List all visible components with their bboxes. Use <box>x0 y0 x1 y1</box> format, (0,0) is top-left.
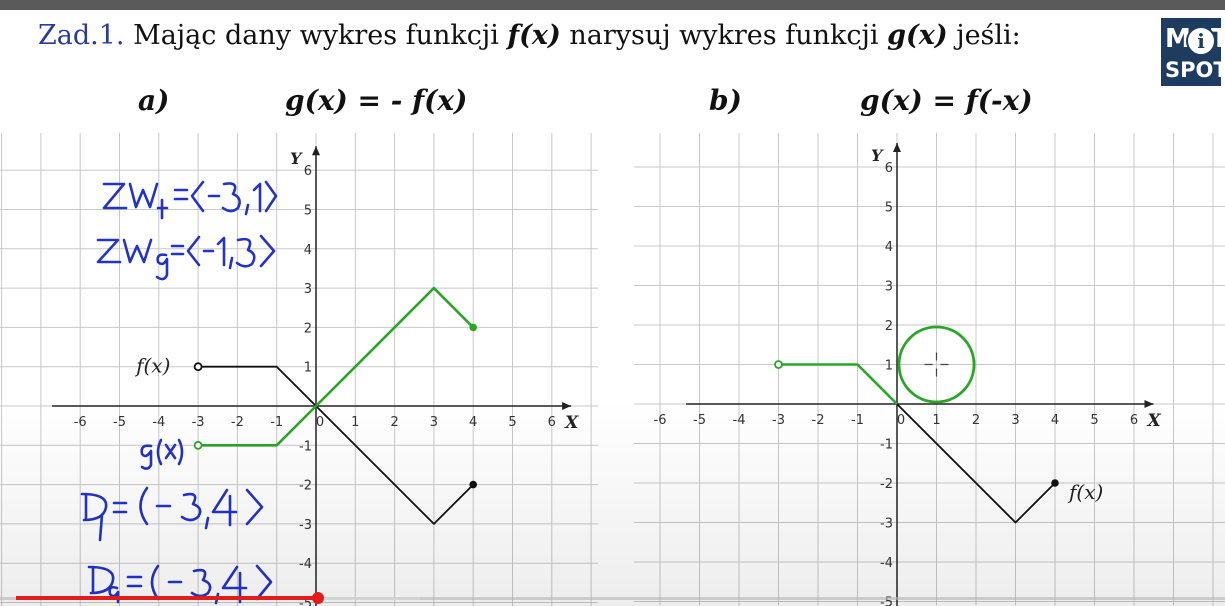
crosshair-cursor <box>924 352 949 377</box>
closed-endpoint <box>1051 479 1059 487</box>
y-tick-label: -2 <box>880 477 893 492</box>
task-number: Zad.1. <box>38 20 125 51</box>
open-endpoint <box>774 360 783 369</box>
x-tick-label: 4 <box>1051 413 1059 428</box>
y-tick-label: 3 <box>885 280 893 295</box>
x-tick-label: -6 <box>74 415 87 430</box>
x-axis-arrow <box>562 402 572 410</box>
x-tick-label: 3 <box>430 415 438 430</box>
y-tick-label: -4 <box>880 556 893 571</box>
series-label-fx: f(x) <box>1067 480 1103 504</box>
grid <box>634 133 1225 606</box>
series-line <box>896 403 1056 524</box>
progress-bar-track[interactable] <box>0 597 1225 600</box>
grid <box>0 133 598 606</box>
y-tick-label: -3 <box>880 517 893 532</box>
y-tick-label: 2 <box>304 321 312 336</box>
task-heading: Zad.1. Mając dany wykres funkcji f(x) na… <box>38 20 1021 51</box>
handwritten-zw-g <box>96 234 276 281</box>
heading-text-1: Mając dany wykres funkcji <box>124 20 508 51</box>
x-tick-label: 1 <box>932 413 940 428</box>
x-tick-label: 2 <box>972 413 980 428</box>
x-tick-label: -4 <box>152 415 165 430</box>
heading-g-symbol: g(x) <box>887 20 948 51</box>
open-endpoint <box>193 440 203 450</box>
x-tick-label: -5 <box>113 415 126 430</box>
chart-b: X Y -6 -5 -4 -3 -2 -1 0 1 2 3 4 5 6 -5 -4 -3 -2 -1 1 2 3 4 5 6 f(x… <box>634 133 1225 606</box>
x-axis-label: X <box>1147 411 1162 431</box>
series-label-fx: f(x) <box>134 354 170 378</box>
series-line <box>778 363 898 405</box>
x-tick-label: -3 <box>192 415 205 430</box>
x-tick-label: 2 <box>390 415 398 430</box>
y-tick-label: -5 <box>299 597 312 606</box>
chart-a: X Y -6 -5 -4 -3 -2 -1 0 1 2 3 4 5 6 -5 -4 -3 -2 -1 1 2 3 4 5 6 f(x… <box>0 133 598 606</box>
x-tick-label: -4 <box>733 413 746 428</box>
handwritten-notes-a <box>80 180 278 605</box>
x-tick-label: 0 <box>897 413 905 428</box>
y-axis-arrow <box>893 143 901 152</box>
part-a-formula: g(x) = - f(x) <box>285 84 468 117</box>
x-tick-label: 5 <box>508 415 516 430</box>
part-b-letter: b) <box>709 84 742 117</box>
y-axis-label: Y <box>290 149 303 168</box>
x-tick-label: -2 <box>231 415 244 430</box>
open-endpoint <box>193 362 203 372</box>
progress-bar-played[interactable] <box>16 596 318 600</box>
closed-endpoint <box>469 323 478 332</box>
part-b-formula: g(x) = f(-x) <box>860 84 1033 117</box>
y-tick-label: 4 <box>304 243 312 258</box>
y-tick-label: -1 <box>880 438 893 453</box>
x-tick-label: -1 <box>270 415 283 430</box>
highlight-circle <box>897 325 976 404</box>
y-tick-label: 3 <box>304 282 312 297</box>
handwritten-d-f <box>80 486 264 542</box>
info-icon[interactable]: i <box>1186 26 1216 56</box>
handwritten-g-label <box>140 438 184 470</box>
closed-endpoint <box>469 480 478 489</box>
x-tick-label: 3 <box>1011 413 1019 428</box>
progress-scrubber[interactable] <box>312 592 324 604</box>
x-tick-label: 6 <box>1130 413 1138 428</box>
y-axis-label: Y <box>871 146 884 165</box>
y-tick-label: -4 <box>299 557 312 572</box>
y-tick-label: 1 <box>885 359 893 374</box>
x-tick-label: -1 <box>851 413 864 428</box>
y-tick-label: -2 <box>299 479 312 494</box>
x-tick-label: 4 <box>469 415 477 430</box>
top-bar <box>0 0 1225 10</box>
x-tick-label: 0 <box>316 415 324 430</box>
y-tick-label: 5 <box>885 201 893 216</box>
heading-text-2: narysuj wykres funkcji <box>560 20 888 51</box>
x-tick-label: 5 <box>1090 413 1098 428</box>
y-tick-label: 1 <box>304 361 312 376</box>
y-tick-label: -5 <box>880 596 893 606</box>
part-a-letter: a) <box>138 84 170 117</box>
heading-text-3: jeśli: <box>947 20 1021 51</box>
y-tick-label: -3 <box>299 518 312 533</box>
x-tick-label: -6 <box>654 413 667 428</box>
handwritten-zw-f <box>102 180 278 220</box>
x-tick-label: -3 <box>772 413 785 428</box>
y-tick-label: 4 <box>885 240 893 255</box>
y-axis-arrow <box>312 146 320 156</box>
logo-line-2: SPOT <box>1165 58 1225 82</box>
y-tick-label: 2 <box>885 319 893 334</box>
y-tick-label: 6 <box>304 164 312 179</box>
y-tick-label: -1 <box>299 439 312 454</box>
x-tick-label: 6 <box>548 415 556 430</box>
x-tick-label: -5 <box>693 413 706 428</box>
x-axis-label: X <box>564 413 579 433</box>
heading-f-symbol: f(x) <box>507 20 561 51</box>
x-tick-label: -2 <box>812 413 825 428</box>
progress-bar-buffered <box>318 597 420 600</box>
series-line <box>198 286 475 447</box>
y-tick-label: 6 <box>885 161 893 176</box>
x-tick-label: 1 <box>351 415 359 430</box>
x-axis-arrow <box>1144 400 1154 408</box>
y-tick-label: 5 <box>304 204 312 219</box>
